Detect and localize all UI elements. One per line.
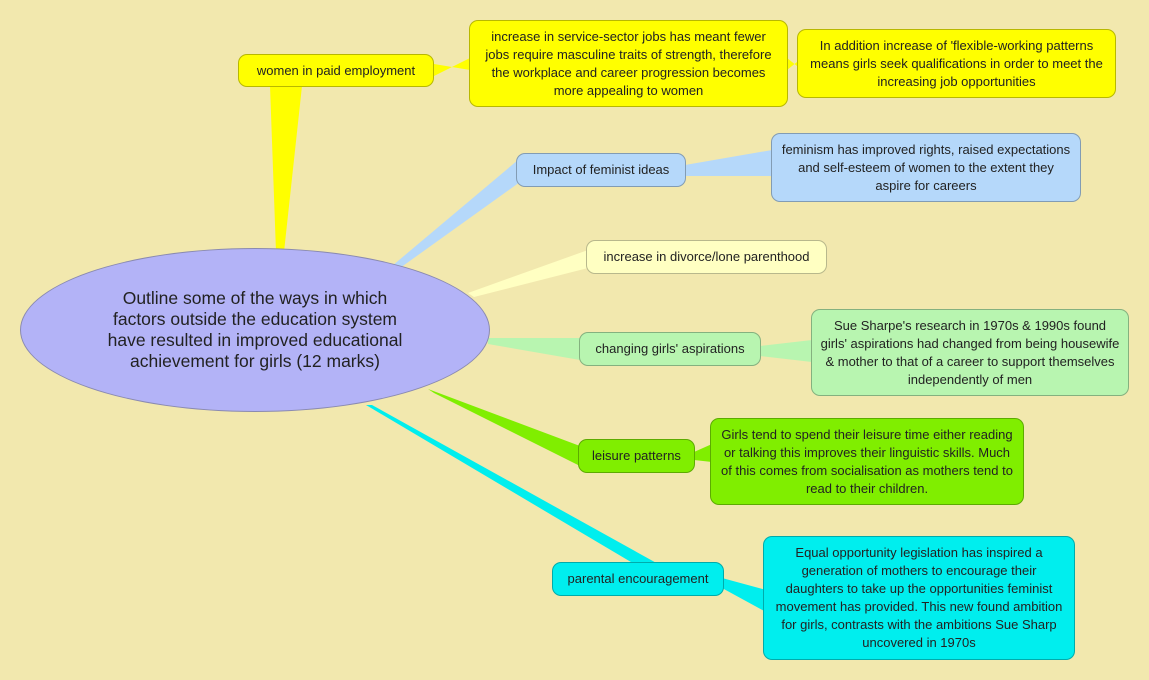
branch-divorce-lone-parenthood[interactable]: increase in divorce/lone parenthood bbox=[586, 240, 827, 274]
detail-sue-sharpe[interactable]: Sue Sharpe's research in 1970s & 1990s f… bbox=[811, 309, 1129, 396]
connector-divorce bbox=[468, 250, 588, 297]
central-topic[interactable]: Outline some of the ways in which factor… bbox=[20, 248, 490, 412]
connector-parental-detail bbox=[722, 578, 766, 612]
connector-service-flexible bbox=[787, 58, 797, 70]
branch-parental-encouragement[interactable]: parental encouragement bbox=[552, 562, 724, 596]
connector-feminist-detail bbox=[685, 150, 772, 176]
connector-women bbox=[270, 86, 302, 252]
branch-impact-of-feminist-ideas[interactable]: Impact of feminist ideas bbox=[516, 153, 686, 187]
detail-feminism[interactable]: feminism has improved rights, raised exp… bbox=[771, 133, 1081, 202]
detail-leisure[interactable]: Girls tend to spend their leisure time e… bbox=[710, 418, 1024, 505]
connector-aspirations-detail bbox=[760, 340, 812, 362]
connector-feminist bbox=[392, 160, 520, 268]
detail-equal-opportunity[interactable]: Equal opportunity legislation has inspir… bbox=[763, 536, 1075, 660]
branch-changing-girls-aspirations[interactable]: changing girls' aspirations bbox=[579, 332, 761, 366]
connector-parental bbox=[366, 405, 660, 565]
branch-women-in-paid-employment[interactable]: women in paid employment bbox=[238, 54, 434, 87]
detail-service-sector[interactable]: increase in service-sector jobs has mean… bbox=[469, 20, 788, 107]
detail-flexible-working[interactable]: In addition increase of 'flexible-workin… bbox=[797, 29, 1116, 98]
connector-aspirations bbox=[488, 338, 580, 360]
branch-leisure-patterns[interactable]: leisure patterns bbox=[578, 439, 695, 473]
connector-leisure-detail bbox=[694, 444, 712, 462]
connector-leisure bbox=[428, 389, 580, 466]
connector-women-service bbox=[434, 58, 470, 76]
